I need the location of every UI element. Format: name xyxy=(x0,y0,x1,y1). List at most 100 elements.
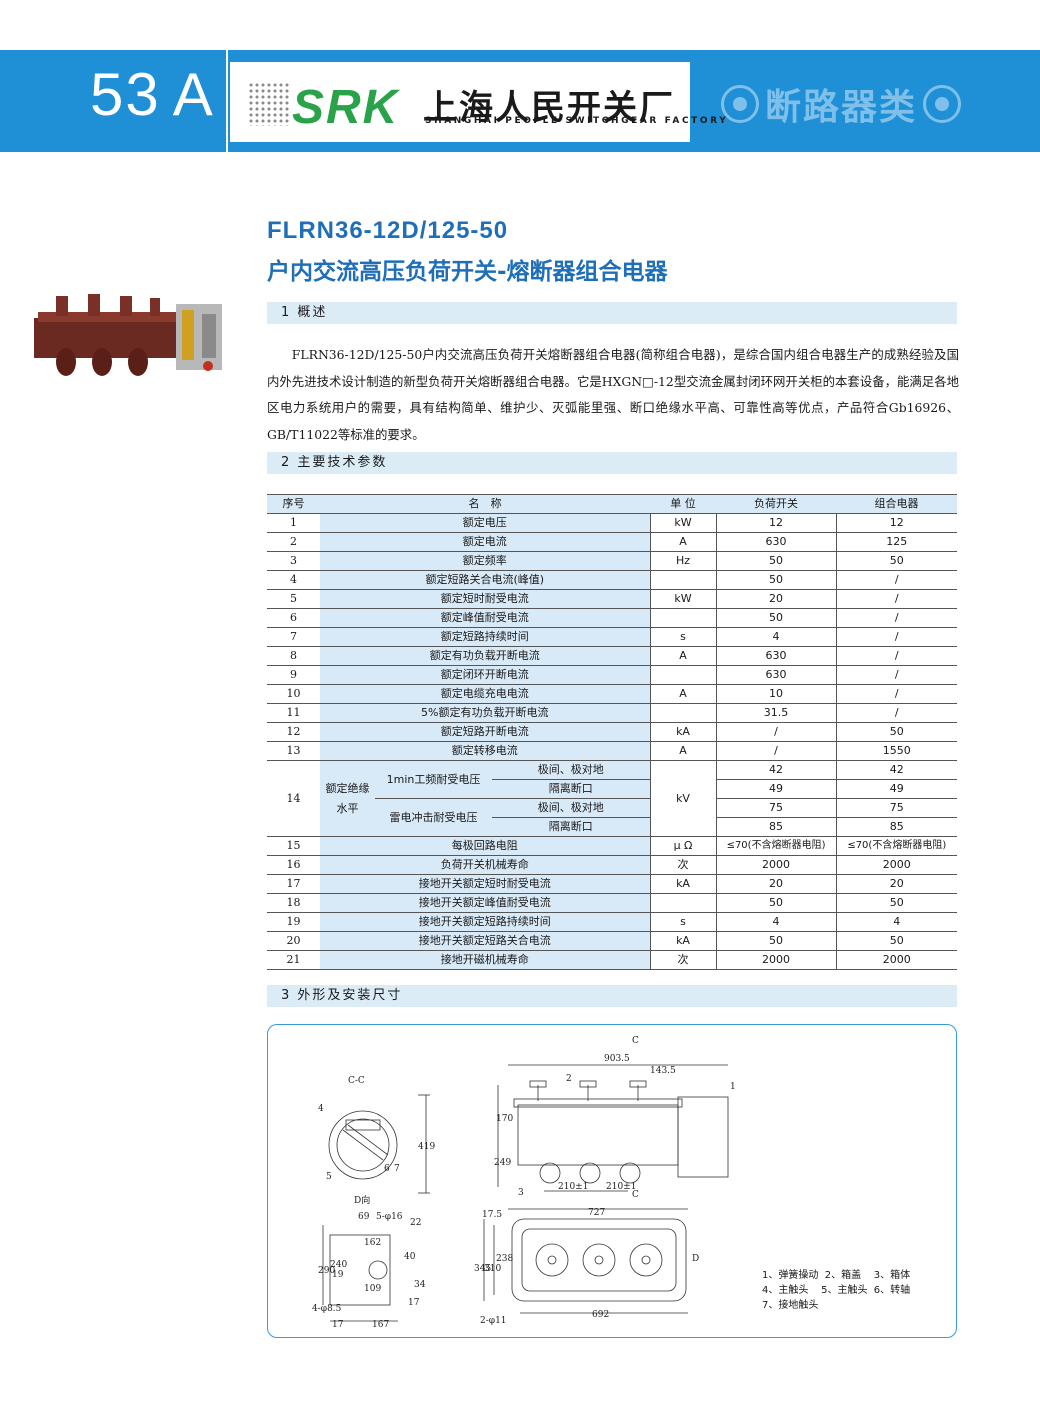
dim-345: 345 xyxy=(474,1264,491,1274)
cell-no: 16 xyxy=(267,855,320,875)
part-3: 3 xyxy=(518,1188,524,1198)
cell-ls: 20 xyxy=(715,874,837,894)
cell-ls: 75 xyxy=(715,798,837,818)
cell-no: 11 xyxy=(267,703,320,723)
cell-name: 额定峰值耐受电流 xyxy=(320,608,651,628)
cell-no: 18 xyxy=(267,893,320,913)
cell-ls: 2000 xyxy=(715,950,837,970)
cell-no: 17 xyxy=(267,874,320,894)
cell-cu: / xyxy=(835,627,958,647)
dim-310: 310 xyxy=(484,1264,501,1274)
cell-name: 额定短路关合电流(峰值) xyxy=(320,570,651,590)
header-cell: 序号 xyxy=(267,494,320,514)
dim-238: 238 xyxy=(496,1254,513,1264)
cell-name: 额定频率 xyxy=(320,551,651,571)
product-photo xyxy=(34,294,222,376)
cell-cu: 49 xyxy=(835,779,958,799)
cell-unit xyxy=(649,893,717,913)
cell-cu: 12 xyxy=(835,513,958,533)
cell-name: 接地开关额定短时耐受电流 xyxy=(320,874,651,894)
cell-ls: 20 xyxy=(715,589,837,609)
label-d-view: D向 xyxy=(354,1194,370,1206)
dim-17-5: 17.5 xyxy=(482,1210,502,1220)
part-7: 7 xyxy=(394,1164,400,1174)
cell-no: 13 xyxy=(267,741,320,761)
dim-17a: 17 xyxy=(408,1298,420,1308)
cell-no: 8 xyxy=(267,646,320,666)
dim-17b: 17 xyxy=(332,1320,344,1330)
cell-name: 5%额定有功负载开断电流 xyxy=(320,703,651,723)
cell-unit: s xyxy=(649,912,717,932)
cell-no: 3 xyxy=(267,551,320,571)
category-label: 断路器类 xyxy=(715,78,967,130)
cell-unit: 次 xyxy=(649,855,717,875)
cell-sub: 雷电冲击耐受电压 xyxy=(375,798,492,837)
dim-40: 40 xyxy=(404,1252,416,1262)
table-header-row: 序号 名 称 单 位 负荷开关 组合电器 xyxy=(267,494,958,514)
dim-2phi11: 2-φ11 xyxy=(480,1316,507,1326)
dim-34: 34 xyxy=(414,1280,426,1290)
cell-ls: / xyxy=(715,741,837,761)
table-row: 14 额定绝缘水平 1min工频耐受电压 极间、极对地 kV 42 42 xyxy=(267,760,958,837)
cell-ls: 10 xyxy=(715,684,837,704)
part-5: 5 xyxy=(326,1172,332,1182)
dim-419: 419 xyxy=(418,1142,435,1152)
cell-no: 14 xyxy=(267,760,320,837)
cell-ls: 42 xyxy=(715,760,837,780)
cell-cu: / xyxy=(835,570,958,590)
cell-no: 10 xyxy=(267,684,320,704)
dim-692: 692 xyxy=(592,1310,609,1320)
dim-290: 290 xyxy=(318,1266,335,1276)
cell-sub-item: 极间、极对地 xyxy=(492,798,651,818)
part-6: 6 xyxy=(384,1164,390,1174)
cell-unit: kA xyxy=(649,931,717,951)
cell-cu: / xyxy=(835,703,958,723)
cell-unit xyxy=(649,703,717,723)
cell-unit xyxy=(649,608,717,628)
header-bar xyxy=(0,50,1040,152)
table-row: 隔离断口 85 85 xyxy=(267,817,958,837)
product-title: 户内交流高压负荷开关-熔断器组合电器 xyxy=(267,259,668,285)
cell-unit: s xyxy=(649,627,717,647)
cell-unit: kW xyxy=(649,513,717,533)
cell-unit: A xyxy=(649,532,717,552)
section-dims-heading: 3 外形及安装尺寸 xyxy=(267,985,957,1007)
cell-cu: ≤70(不含熔断器电阻) xyxy=(835,836,958,856)
header-divider xyxy=(226,50,228,152)
cell-cu: 20 xyxy=(835,874,958,894)
cell-no: 7 xyxy=(267,627,320,647)
cell-unit: kA xyxy=(649,722,717,742)
dim-19: 19 xyxy=(332,1270,344,1280)
cell-sub-item: 隔离断口 xyxy=(492,817,651,837)
cell-ls: 630 xyxy=(715,646,837,666)
cell-name: 接地开磁机械寿命 xyxy=(320,950,651,970)
cell-cu: 50 xyxy=(835,931,958,951)
cell-no: 2 xyxy=(267,532,320,552)
circle-dot-icon xyxy=(721,85,759,123)
cell-ls: ≤70(不含熔断器电阻) xyxy=(715,836,837,856)
cell-no: 1 xyxy=(267,513,320,533)
cell-ls: 50 xyxy=(715,931,837,951)
cell-unit: A xyxy=(649,646,717,666)
cell-cu: / xyxy=(835,608,958,628)
cell-name: 接地开关额定峰值耐受电流 xyxy=(320,893,651,913)
cell-sub-item: 隔离断口 xyxy=(492,779,651,799)
header-cell: 负荷开关 xyxy=(716,494,837,514)
cell-unit: 次 xyxy=(649,950,717,970)
cell-ls: 50 xyxy=(715,893,837,913)
dim-170: 170 xyxy=(496,1114,513,1124)
dim-22: 22 xyxy=(410,1218,421,1228)
